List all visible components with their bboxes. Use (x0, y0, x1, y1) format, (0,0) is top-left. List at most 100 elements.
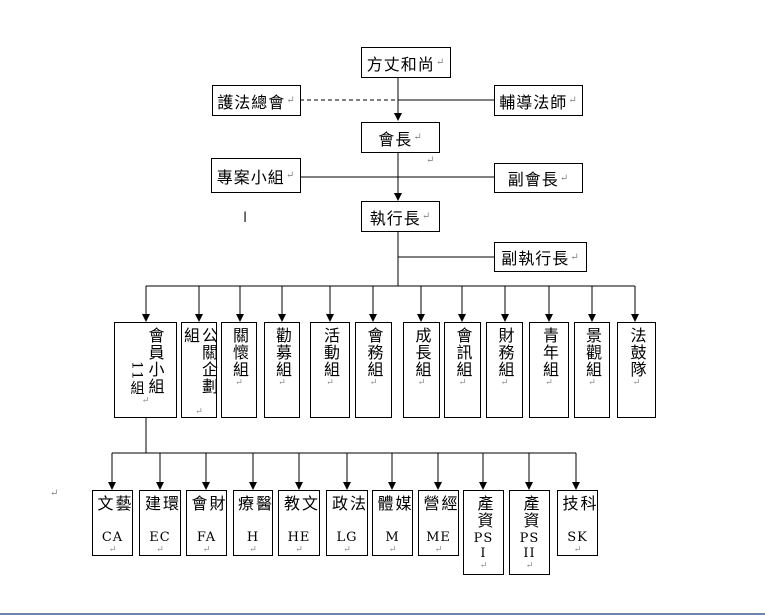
group-label-8: 財務組 (495, 327, 515, 378)
node-zhixing-label: 執行長 (369, 208, 421, 228)
subgroup-code-8: PS (473, 531, 494, 546)
subgroup-label-8: 產資 (474, 495, 494, 529)
group-label-3: 勸募組 (273, 327, 292, 378)
group-box-4: 活動組 ↵ (310, 322, 350, 418)
cell-mark: ↵ (343, 545, 351, 555)
subgroup-code-6: M (385, 530, 400, 545)
page-bottom-rule (0, 613, 765, 615)
group-box-2: 關懷組 ↵ (221, 322, 257, 418)
group-box-5: 會務組 ↵ (355, 322, 392, 418)
group-label-5: 會務組 (364, 327, 384, 378)
subgroup-code-9: PS (519, 531, 540, 546)
subgroup-code2-9: II (523, 546, 536, 561)
group-label-11: 法鼓隊 (627, 327, 647, 378)
subgroup-box-8: 產資 PS I ↵ (463, 490, 504, 575)
cell-mark: ↵ (141, 395, 150, 406)
node-fuzhixing: 副執行長↵ (494, 242, 587, 272)
subgroup-label-10: 科技 (559, 495, 597, 512)
subgroup-code-3: H (246, 530, 260, 545)
subgroup-box-6: 媒體 M ↵ (372, 490, 413, 556)
subgroup-box-3: 醫療 H ↵ (233, 490, 273, 556)
node-fudao: 輔導法師↵ (494, 85, 583, 116)
node-zhuanan-label: 專案小組 (216, 167, 285, 187)
group-label-10: 景觀組 (583, 327, 602, 378)
subgroup-box-4: 文教 HE ↵ (278, 490, 320, 556)
node-fudao-label: 輔導法師 (499, 92, 568, 112)
node-fangzhang: 方丈和尚↵ (361, 47, 451, 78)
cell-mark: ↵ (588, 378, 596, 388)
paragraph-mark: ↵ (421, 211, 432, 222)
paragraph-mark: ↵ (435, 57, 446, 68)
group-label-6: 成長組 (412, 327, 432, 378)
group-label-9: 青年組 (540, 327, 559, 378)
cell-mark: ↵ (525, 561, 534, 571)
cell-mark: ↵ (479, 561, 488, 571)
group-box-3: 勸募組 ↵ (264, 322, 300, 418)
node-fuhuizhang: 副會長↵ (494, 163, 583, 193)
cell-mark: ↵ (295, 545, 303, 555)
subgroup-label-3: 醫療 (235, 495, 272, 512)
group-label-0: 會員小組 (145, 327, 165, 395)
subgroup-box-9: 產資 PS II ↵ (509, 490, 550, 575)
subgroup-label-2: 財會 (188, 495, 226, 512)
group-box-6: 成長組 ↵ (403, 322, 440, 418)
cell-mark: ↵ (369, 378, 378, 388)
group-label-1: 公關企劃組 (181, 327, 218, 395)
group-label-4: 活動組 (321, 327, 340, 378)
subgroup-label-0: 藝文 (94, 495, 132, 512)
paragraph-mark: ↵ (286, 95, 296, 106)
subgroup-code-1: EC (149, 530, 171, 545)
subgroup-label-7: 經營 (420, 495, 458, 512)
subgroup-label-1: 環建 (142, 495, 179, 512)
node-zhuanan: 專案小組↵ (211, 158, 301, 193)
subgroup-code2-8: I (480, 546, 487, 561)
node-huizhang: 會長↵ (361, 122, 440, 153)
cell-mark: ↵ (278, 378, 286, 388)
group-box-7: 會訊組 ↵ (444, 322, 481, 418)
group-box-10: 景觀組 ↵ (574, 322, 610, 418)
cell-mark: ↵ (458, 378, 467, 388)
node-zhixing: 執行長↵ (361, 201, 440, 232)
subgroup-box-0: 藝文 CA ↵ (92, 490, 133, 556)
group-label-7: 會訊組 (453, 327, 473, 378)
node-fuhuizhang-label: 副會長 (507, 170, 559, 189)
cell-mark: ↵ (388, 545, 397, 555)
cell-mark: ↵ (195, 407, 203, 417)
cell-mark: ↵ (417, 378, 426, 388)
node-huizhang-label: 會長 (378, 129, 413, 149)
subgroup-box-7: 經營 ME ↵ (418, 490, 459, 556)
cell-mark: ↵ (326, 378, 334, 388)
group-box-1: 公關企劃組 ↵ (181, 322, 218, 418)
group-box-11: 法鼓隊 ↵ (617, 322, 656, 418)
cell-mark: ↵ (249, 545, 257, 555)
subgroup-label-5: 法政 (329, 495, 366, 512)
cell-mark: ↵ (434, 545, 443, 555)
subgroup-box-1: 環建 EC ↵ (139, 490, 181, 556)
subgroup-code-10: SK (567, 530, 588, 545)
paragraph-mark: ↵ (568, 95, 578, 106)
text-cursor-icon: I (243, 210, 248, 226)
subgroup-code-7: ME (426, 530, 451, 545)
paragraph-mark: ↵ (570, 251, 580, 263)
paragraph-mark: ↵ (413, 132, 423, 143)
paragraph-mark-loose-1: ↵ (426, 155, 435, 166)
subgroup-label-6: 媒體 (374, 495, 412, 512)
group-box-9: 青年組 ↵ (529, 322, 569, 418)
subgroup-code-4: HE (287, 530, 311, 545)
paragraph-mark: ↵ (559, 172, 570, 184)
node-fuzhixing-label: 副執行長 (501, 249, 570, 268)
group-box-8: 財務組 ↵ (486, 322, 523, 418)
cell-mark: ↵ (573, 545, 582, 555)
group-box-0: 會員小組 11組 ↵ (114, 322, 177, 418)
paragraph-mark: ↵ (285, 170, 296, 181)
cell-mark: ↵ (632, 378, 641, 388)
group-code-0: 11組 (128, 361, 145, 396)
subgroup-label-9: 產資 (520, 495, 540, 529)
node-hufa: 護法總會↵ (212, 85, 301, 116)
cell-mark: ↵ (500, 378, 509, 388)
cell-mark: ↵ (235, 378, 243, 388)
subgroup-code-2: FA (196, 530, 217, 545)
paragraph-mark-loose-2: ↵ (50, 488, 59, 499)
